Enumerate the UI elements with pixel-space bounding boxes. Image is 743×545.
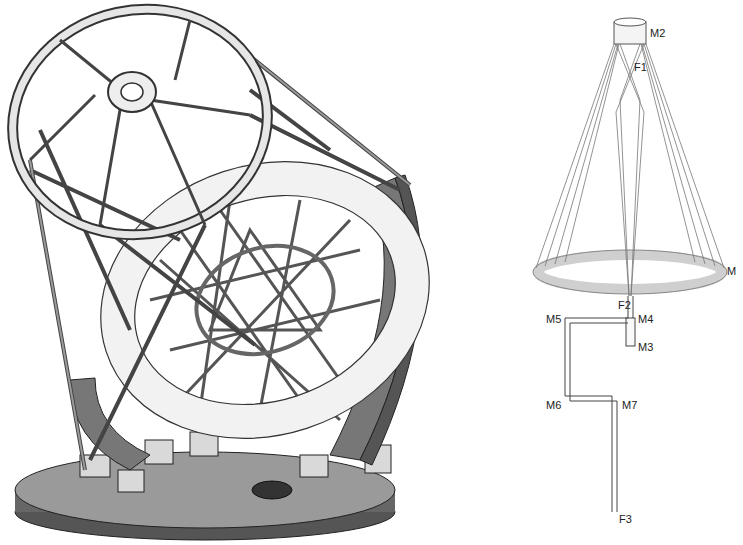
optic-label: M5 — [546, 314, 561, 325]
optic-label: F2 — [618, 300, 631, 311]
optic-label: M7 — [622, 400, 637, 411]
optic-label: M6 — [546, 400, 561, 411]
optic-label: M4 — [638, 314, 653, 325]
optic-label: M3 — [638, 342, 653, 353]
optic-label: M — [727, 266, 736, 277]
optic-label: F1 — [634, 62, 647, 73]
optic-label: F3 — [619, 514, 632, 525]
optic-label: M2 — [650, 28, 665, 39]
